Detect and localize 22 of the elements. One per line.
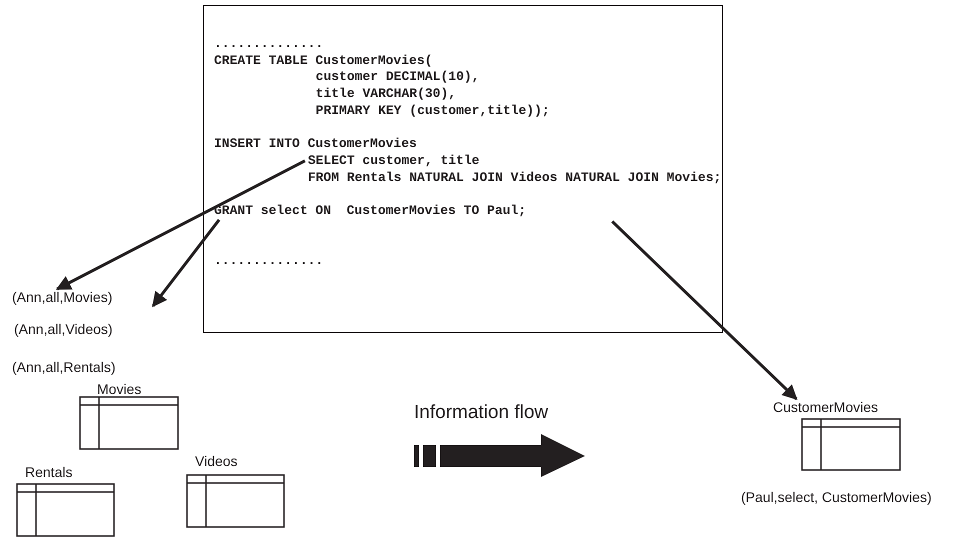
code-line: .............. (214, 36, 324, 51)
code-panel (203, 5, 723, 333)
flow-caption: Information flow (414, 404, 548, 421)
arrow (56, 159, 306, 290)
code-line: SELECT customer, title (308, 152, 480, 168)
table-name: Videos (195, 453, 238, 470)
code-line: title VARCHAR(30), (316, 86, 456, 102)
table-name: Rentals (25, 464, 72, 481)
privilege-tuple: (Ann,all,Rentals) (12, 359, 116, 376)
table-name: Movies (97, 381, 142, 398)
code-line: PRIMARY KEY (customer,title)); (316, 102, 550, 118)
code-line: FROM Rentals NATURAL JOIN Videos NATURAL JOIN Movies; (308, 170, 722, 185)
code-line: CREATE TABLE CustomerMovies( (214, 52, 432, 68)
code-line: .............. (214, 253, 324, 268)
arrow (611, 220, 798, 400)
code-line: customer DECIMAL(10), (316, 69, 480, 84)
privilege-tuple: (Ann,all,Videos) (14, 321, 113, 338)
privilege-tuple: (Ann,all,Movies) (12, 289, 112, 306)
code-line: INSERT INTO CustomerMovies (214, 136, 417, 152)
arrow (152, 218, 220, 308)
table-name: CustomerMovies (773, 399, 878, 416)
privilege-tuple: (Paul,select, CustomerMovies) (741, 489, 932, 506)
